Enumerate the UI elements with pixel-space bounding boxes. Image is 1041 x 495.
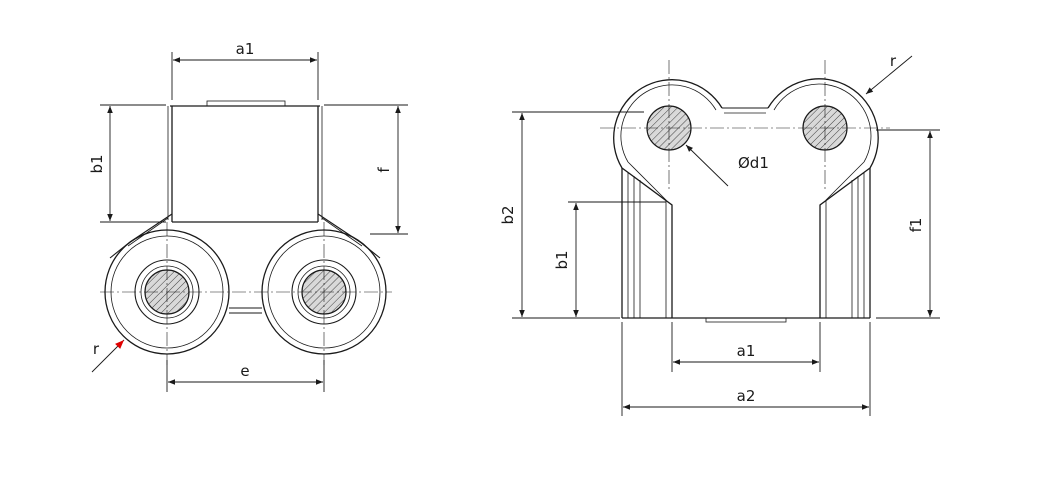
left-b1-label: b1	[88, 154, 106, 173]
right-profile	[613, 78, 879, 323]
right-d1-label: Ød1	[738, 154, 769, 172]
left-top-plate	[109, 100, 381, 259]
right-f1-label: f1	[907, 218, 925, 233]
right-b1-label: b1	[553, 250, 571, 269]
right-b2-label: b2	[499, 205, 517, 224]
left-e-label: e	[240, 362, 249, 380]
right-view: Ød1 r b2 b1 f1 a1 a2	[499, 52, 940, 416]
left-a1-label: a1	[236, 40, 255, 58]
left-view: a1 b1 f e r	[88, 40, 408, 392]
left-f-label: f	[375, 167, 393, 173]
right-a1-label: a1	[737, 342, 756, 360]
right-r-label: r	[890, 52, 897, 70]
right-a2-label: a2	[737, 387, 756, 405]
left-r-label: r	[93, 340, 100, 358]
